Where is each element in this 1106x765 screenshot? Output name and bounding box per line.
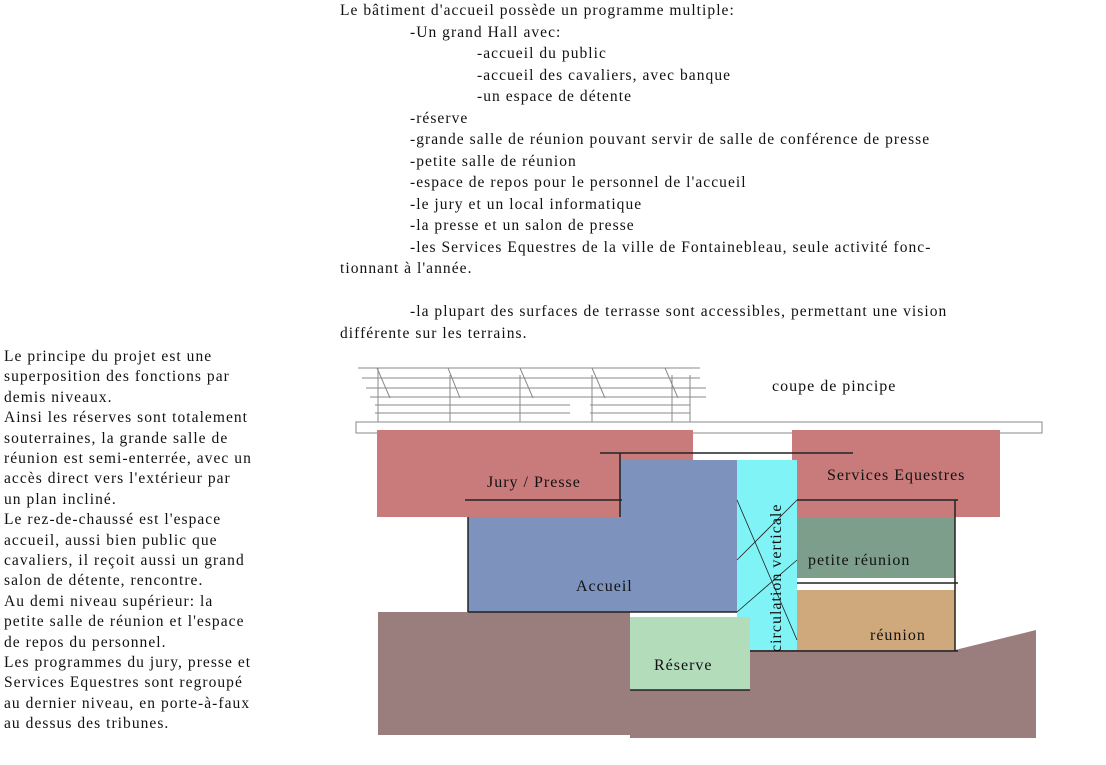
reunion-zone bbox=[797, 590, 955, 650]
side-text-line: superposition des fonctions par bbox=[4, 368, 230, 386]
label-accueil: Accueil bbox=[576, 578, 633, 595]
side-text-line: Le principe du projet est une bbox=[4, 348, 213, 365]
side-text-line: Au demi niveau supérieur: la bbox=[4, 592, 214, 610]
side-text-line: Les programmes du jury, presse et bbox=[4, 654, 252, 671]
hall-subitem: -accueil des cavaliers, avec banque bbox=[477, 66, 732, 84]
services-equestres-zone bbox=[792, 430, 1000, 517]
label-petite-reunion: petite réunion bbox=[808, 552, 910, 569]
program-item: -grande salle de réunion pouvant servir … bbox=[410, 131, 931, 148]
hall-subitem: -accueil du public bbox=[477, 45, 607, 62]
program-item: -la presse et un salon de presse bbox=[410, 217, 635, 234]
hall-subitem: -un espace de détente bbox=[477, 88, 633, 105]
label-jury-presse: Jury / Presse bbox=[487, 474, 581, 491]
side-text-line: salon de détente, rencontre. bbox=[4, 572, 204, 590]
hall-item: -Un grand Hall avec: bbox=[410, 23, 562, 41]
label-reunion: réunion bbox=[870, 627, 926, 644]
accueil-zone bbox=[468, 460, 737, 612]
program-item: -les Services Equestres de la ville de F… bbox=[410, 238, 932, 256]
side-text-line: cavaliers, il reçoit aussi un grand bbox=[4, 552, 245, 569]
pergola-structure bbox=[355, 367, 1043, 434]
terrace-note-continued: différente sur les terrains. bbox=[340, 324, 528, 342]
side-text-line: demis niveaux. bbox=[4, 388, 113, 406]
reserve-zone bbox=[630, 617, 750, 690]
petite-reunion-zone bbox=[797, 517, 955, 578]
side-text-line: Ainsi les réserves sont totalement bbox=[4, 409, 249, 427]
side-text-line: accès direct vers l'extérieur par bbox=[4, 470, 231, 488]
side-text-line: au dessus des tribunes. bbox=[4, 715, 170, 733]
ground-fill bbox=[378, 612, 1036, 738]
structure-lines bbox=[465, 452, 958, 691]
intro-heading: Le bâtiment d'accueil possède un program… bbox=[340, 2, 735, 19]
section-title: coupe de pincipe bbox=[772, 378, 896, 395]
side-text-line: de repos du personnel. bbox=[4, 633, 167, 651]
program-item: -réserve bbox=[410, 109, 469, 127]
program-item: -le jury et un local informatique bbox=[410, 195, 643, 213]
side-text-line: accueil, aussi bien public que bbox=[4, 531, 218, 549]
label-services-equestres: Services Equestres bbox=[827, 467, 965, 484]
program-item: -espace de repos pour le personnel de l'… bbox=[410, 174, 747, 191]
side-text-line: au dernier niveau, en porte-à-faux bbox=[4, 694, 251, 712]
label-circulation-verticale: circulation verticale bbox=[768, 504, 785, 652]
program-item: -petite salle de réunion bbox=[410, 152, 577, 170]
side-text-line: réunion est semi-enterrée, avec un bbox=[4, 450, 252, 467]
side-text-line: un plan incliné. bbox=[4, 490, 117, 508]
side-text-line: Services Equestres sont regroupé bbox=[4, 674, 243, 692]
terrace-note: -la plupart des surfaces de terrasse son… bbox=[410, 303, 948, 320]
side-text-line: Le rez-de-chaussé est l'espace bbox=[4, 511, 222, 529]
program-item-continued: tionnant à l'année. bbox=[340, 260, 473, 277]
side-text-line: petite salle de réunion et l'espace bbox=[4, 613, 245, 631]
label-reserve: Réserve bbox=[654, 657, 713, 674]
side-text-line: souterraines, la grande salle de bbox=[4, 429, 229, 447]
